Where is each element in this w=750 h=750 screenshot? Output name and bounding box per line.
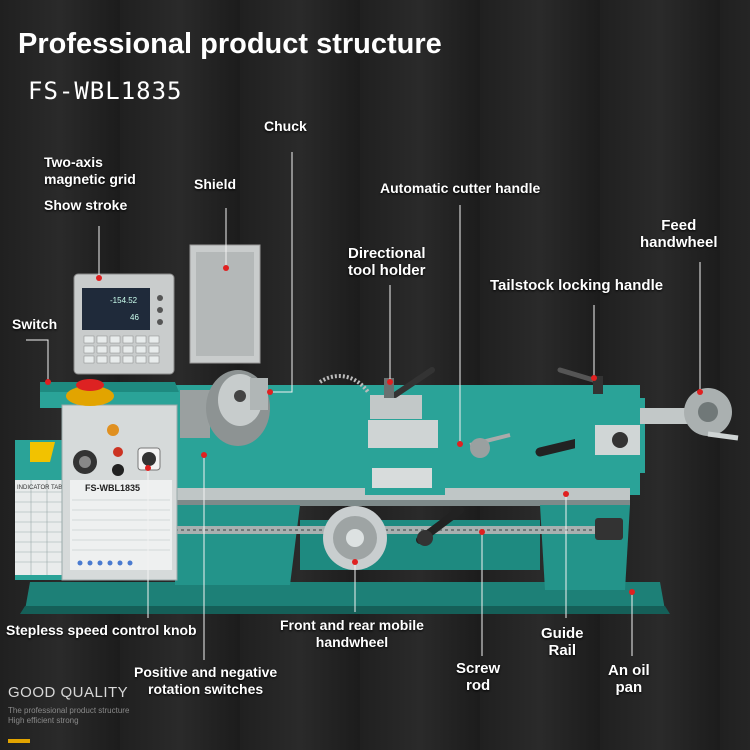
label-show-stroke: Show stroke	[44, 197, 128, 213]
label-chuck: Chuck	[264, 118, 307, 134]
label-shield: Shield	[194, 176, 237, 192]
label-rotation-switches: Positive and negative rotation switches	[134, 664, 277, 698]
label-pos-neg-line1: Positive and negative	[134, 664, 278, 680]
label-directional-tool-holder: Directional tool holder	[348, 245, 426, 279]
label-switch: Switch	[12, 316, 58, 332]
switch[interactable]	[66, 386, 114, 406]
readout-y: 46	[130, 313, 139, 322]
model-number: FS-WBL1835	[28, 77, 183, 105]
page-title: Professional product structure	[18, 28, 442, 60]
label-guide-rail: Guide Rail	[541, 625, 584, 659]
label-front-rear-handwheel: Front and rear mobile handwheel	[280, 617, 424, 651]
label-directional-line1: Directional	[348, 245, 426, 262]
front-rear-handwheel-mount	[372, 468, 432, 488]
label-feed-line2: handwheel	[640, 234, 718, 251]
label-oil-line2: pan	[615, 679, 643, 696]
label-stepless-speed-knob: Stepless speed control knob	[6, 622, 197, 638]
label-front-rear-line2: handwheel	[315, 634, 389, 650]
label-oil-line1: An oil	[608, 662, 650, 679]
label-pos-neg-line2: rotation switches	[148, 681, 264, 697]
footer-sub-line1: The professional product structure	[8, 706, 130, 715]
indicator-table	[15, 480, 63, 575]
label-tailstock-locking-handle: Tailstock locking handle	[490, 277, 664, 294]
label-screw-line2: rod	[466, 677, 491, 694]
footer-accent-bar	[8, 739, 30, 743]
footer-brand: GOOD QUALITY	[8, 684, 129, 701]
label-screw-line1: Screw	[456, 660, 501, 677]
label-two-axis-line2: magnetic grid	[44, 171, 136, 187]
indicator-table-title: INDICATOR TABLE	[17, 485, 70, 491]
label-guide-line2: Rail	[548, 642, 577, 659]
label-guide-line1: Guide	[541, 625, 584, 642]
label-feed-line1: Feed	[661, 217, 697, 234]
readout-x: -154.52	[110, 296, 138, 305]
label-front-rear-line1: Front and rear mobile	[280, 617, 424, 633]
label-directional-line2: tool holder	[348, 262, 426, 279]
label-oil-pan: An oil pan	[608, 662, 650, 696]
panel-model-label: FS-WBL1835	[85, 483, 140, 493]
tailstock-locking-handle[interactable]	[593, 376, 603, 394]
label-automatic-cutter-handle: Automatic cutter handle	[380, 180, 541, 196]
label-two-axis: Two-axis magnetic grid	[44, 154, 136, 188]
footer-subtitle: The professional product structure High …	[8, 706, 129, 726]
label-screw-rod: Screw rod	[456, 660, 500, 694]
label-feed-handwheel: Feed handwheel	[640, 217, 718, 251]
footer-sub-line2: High efficient strong	[8, 716, 79, 725]
oil-pan-base	[25, 582, 665, 610]
label-two-axis-line1: Two-axis	[44, 154, 103, 170]
directional-tool-holder	[370, 395, 422, 419]
